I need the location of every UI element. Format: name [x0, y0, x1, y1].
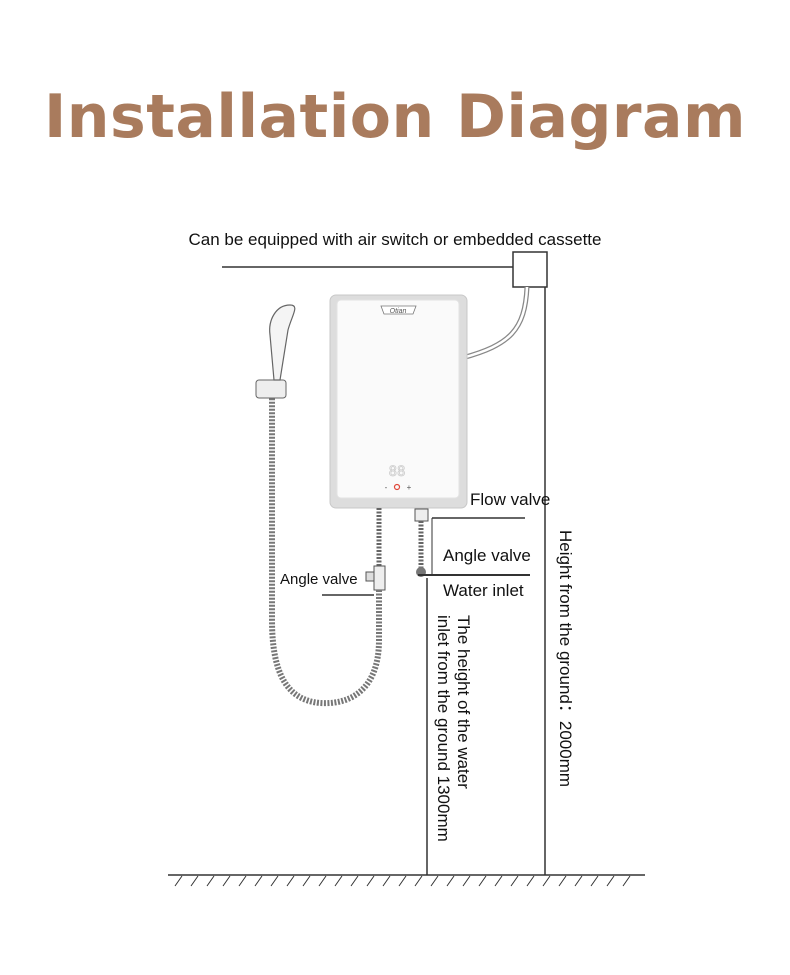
hatch-mark — [350, 875, 359, 887]
shower-holder — [255, 379, 287, 399]
hatch-mark — [414, 875, 423, 887]
shower-hose — [269, 398, 382, 707]
hatch-mark — [542, 875, 551, 887]
hatch-mark — [174, 875, 183, 887]
hatch-mark — [366, 875, 375, 887]
hatch-mark — [222, 875, 231, 887]
hatch-mark — [254, 875, 263, 887]
hatch-mark — [190, 875, 199, 887]
ground-hatching — [174, 875, 631, 887]
minus-button: - — [385, 483, 388, 492]
switch-box — [512, 251, 548, 288]
power-button — [393, 483, 401, 491]
hatch-mark — [446, 875, 455, 887]
plus-button: + — [407, 483, 412, 492]
hatch-mark — [606, 875, 615, 887]
page-title: Installation Diagram — [43, 82, 747, 152]
hatch-mark — [286, 875, 295, 887]
hatch-mark — [590, 875, 599, 887]
hatch-mark — [510, 875, 519, 887]
water-heater: Otian 88 - + — [329, 294, 468, 509]
hatch-mark — [430, 875, 439, 887]
hatch-mark — [334, 875, 343, 887]
total-height-label: Height from the ground：2000mm — [556, 530, 575, 788]
hatch-mark — [238, 875, 247, 887]
hatch-mark — [622, 875, 631, 887]
hatch-mark — [398, 875, 407, 887]
water-inlet-label: Water inlet — [443, 581, 524, 600]
temperature-display: 88 — [389, 464, 406, 480]
inlet-height-line1: The height of the water — [454, 615, 473, 789]
hatch-mark — [462, 875, 471, 887]
flow-valve-label: Flow valve — [470, 490, 551, 509]
shower-head — [269, 304, 296, 381]
inlet-height-line2: inlet from the ground 1300mm — [434, 615, 453, 842]
hatch-mark — [574, 875, 583, 887]
angle-valve-right-label: Angle valve — [443, 546, 531, 565]
hatch-mark — [270, 875, 279, 887]
hatch-mark — [494, 875, 503, 887]
hatch-mark — [318, 875, 327, 887]
hatch-mark — [206, 875, 215, 887]
hatch-mark — [302, 875, 311, 887]
brand-logo: Otian — [390, 308, 407, 315]
hatch-mark — [478, 875, 487, 887]
air-switch-label: Can be equipped with air switch or embed… — [188, 230, 602, 249]
hatch-mark — [558, 875, 567, 887]
hatch-mark — [526, 875, 535, 887]
angle-valve-left-label: Angle valve — [280, 571, 358, 588]
inlet-height-label: The height of the water inlet from the g… — [433, 615, 473, 842]
hatch-mark — [382, 875, 391, 887]
